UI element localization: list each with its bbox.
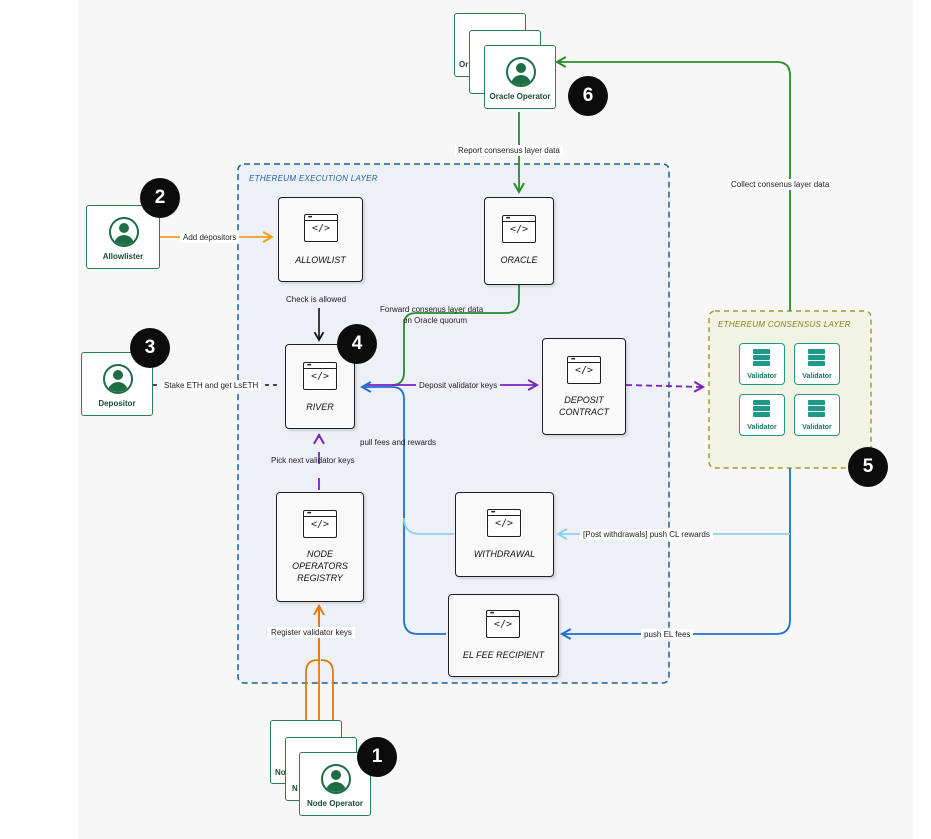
server-icon xyxy=(808,400,825,418)
nor-label-line-1: NODE xyxy=(306,549,333,559)
code-window-icon: •••</> xyxy=(304,214,338,242)
edge-deposit-to-consensus xyxy=(625,380,706,393)
oracle-label: ORACLE xyxy=(500,255,538,265)
depositor-label: Depositor xyxy=(98,399,136,408)
node-operators-registry-contract[interactable]: •••</> NODE OPERATORS REGISTRY xyxy=(276,492,364,602)
code-window-icon: •••</> xyxy=(486,610,520,638)
validator-label: Validator xyxy=(802,373,832,380)
node-operator-label: Node Operator xyxy=(306,799,363,808)
node-operator-ghost-1-label: No xyxy=(275,768,286,777)
edge-forward-consensus xyxy=(391,284,520,386)
deposit-contract-label-line-1: DEPOSIT xyxy=(564,395,604,405)
person-icon xyxy=(109,217,139,247)
oracle-contract[interactable]: •••</> ORACLE xyxy=(484,197,554,285)
node-operator-ghost-2-label: N xyxy=(292,784,298,793)
server-icon xyxy=(753,349,770,367)
person-icon xyxy=(103,364,133,394)
edge-withdrawal-to-river xyxy=(403,517,454,535)
el-fee-recipient-contract[interactable]: •••</> EL FEE RECIPIENT xyxy=(448,594,559,677)
validator-node[interactable]: Validator xyxy=(739,343,785,385)
edge-label-check-allowed: Check is allowed xyxy=(286,295,347,304)
code-window-icon: •••</> xyxy=(567,356,601,384)
validator-node[interactable]: Validator xyxy=(739,394,785,436)
allowlister-label: Allowlister xyxy=(102,252,144,261)
edge-push-el-fees xyxy=(559,468,791,640)
deposit-contract[interactable]: •••</> DEPOSIT CONTRACT xyxy=(542,338,626,435)
step-badge-3: 3 xyxy=(130,328,170,368)
consensus-layer xyxy=(708,310,872,469)
step-badge-5: 5 xyxy=(848,447,888,487)
edge-label-register-keys: Register validator keys xyxy=(268,627,355,638)
code-window-icon: •••</> xyxy=(303,510,337,538)
edge-label-forward-consensus-2: on Oracle quorum xyxy=(403,316,468,325)
code-window-icon: •••</> xyxy=(303,362,337,390)
edge-label-forward-consensus-1: Forward consenus layer data xyxy=(380,305,484,314)
withdrawal-label: WITHDRAWAL xyxy=(473,549,536,559)
validator-label: Validator xyxy=(747,424,777,431)
edge-label-stake-eth: Stake ETH and get LsETH xyxy=(161,380,262,391)
river-contract[interactable]: •••</> RIVER xyxy=(285,344,355,429)
oracle-operator-actor[interactable]: Oracle Operator xyxy=(484,45,556,109)
server-icon xyxy=(753,400,770,418)
edge-register-keys-a xyxy=(305,607,320,740)
deposit-contract-label-line-2: CONTRACT xyxy=(559,407,609,417)
river-label: RIVER xyxy=(306,402,334,412)
consensus-layer-title: ETHEREUM CONSENSUS LAYER xyxy=(718,320,851,329)
edge-label-deposit-keys: Deposit validator keys xyxy=(416,380,501,391)
code-window-icon: •••</> xyxy=(502,215,536,243)
el-fee-recipient-label: EL FEE RECIPIENT xyxy=(462,650,545,660)
step-badge-1: 1 xyxy=(357,737,397,777)
step-badge-2: 2 xyxy=(140,178,180,218)
step-badge-4: 4 xyxy=(337,324,377,364)
validator-node[interactable]: Validator xyxy=(794,343,840,385)
edge-label-add-depositors: Add depositors xyxy=(180,232,240,243)
edge-label-push-el-fees: push EL fees xyxy=(641,629,694,640)
code-window-icon: •••</> xyxy=(487,509,521,537)
oracle-operator-ghost-label: Or xyxy=(459,60,469,69)
execution-layer-title: ETHEREUM EXECUTION LAYER xyxy=(249,174,378,183)
nor-label-line-3: REGISTRY xyxy=(297,573,343,583)
edge-label-collect-consensus: Collect consenus layer data xyxy=(728,179,833,190)
server-icon xyxy=(808,349,825,367)
validator-label: Validator xyxy=(802,424,832,431)
oracle-operator-label: Oracle Operator xyxy=(489,92,551,101)
edge-label-report-consensus: Report consensus layer data xyxy=(455,145,563,156)
edge-pull-fees xyxy=(359,381,446,635)
allowlister-actor[interactable]: Allowlister xyxy=(86,205,160,269)
edge-label-post-withdrawals: [Post withdrawals] push CL rewards xyxy=(580,529,713,540)
allowlist-contract[interactable]: •••</> ALLOWLIST xyxy=(278,197,363,282)
validator-label: Validator xyxy=(747,373,777,380)
validator-node[interactable]: Validator xyxy=(794,394,840,436)
person-icon xyxy=(321,764,351,794)
edge-collect-consensus xyxy=(554,56,791,311)
step-badge-6: 6 xyxy=(568,76,608,116)
nor-label-line-2: OPERATORS xyxy=(292,561,348,571)
allowlist-label: ALLOWLIST xyxy=(295,255,346,265)
edge-register-keys-c xyxy=(320,659,334,750)
withdrawal-contract[interactable]: •••</> WITHDRAWAL xyxy=(455,492,554,577)
person-icon xyxy=(506,57,536,87)
edge-label-pick-next: Pick next validator keys xyxy=(271,456,355,465)
edge-label-pull-fees: pull fees and rewards xyxy=(360,438,437,447)
